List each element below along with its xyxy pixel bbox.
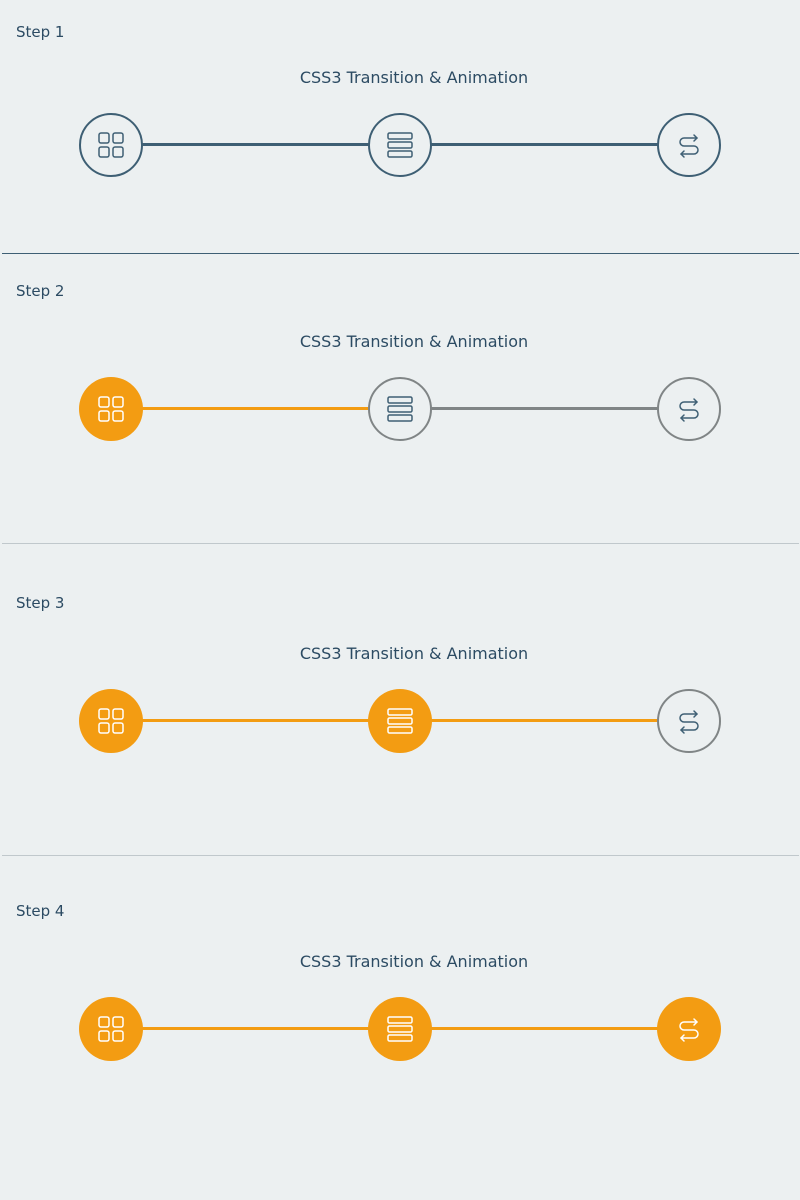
list-icon	[386, 1015, 414, 1043]
progress-line-2	[431, 143, 659, 146]
progress-line-1	[142, 407, 370, 410]
grid-icon	[97, 395, 125, 423]
step-title: CSS3 Transition & Animation	[299, 952, 529, 971]
step-label: Step 4	[16, 902, 65, 920]
progress-line-2	[431, 719, 659, 722]
step-node-3[interactable]	[657, 113, 721, 177]
progress-line-2	[431, 1027, 659, 1030]
step-panel-4: Step 4 CSS3 Transition & Animation	[0, 856, 800, 1200]
list-icon	[386, 707, 414, 735]
step-panel-2: Step 2 CSS3 Transition & Animation	[0, 254, 800, 543]
step-panel-3: Step 3 CSS3 Transition & Animation	[0, 544, 800, 855]
step-node-3[interactable]	[657, 997, 721, 1061]
progress-line-1	[142, 719, 370, 722]
step-node-1[interactable]	[79, 113, 143, 177]
loop-arrows-icon	[675, 131, 703, 159]
step-label: Step 2	[16, 282, 65, 300]
loop-arrows-icon	[675, 707, 703, 735]
step-node-2[interactable]	[368, 997, 432, 1061]
grid-icon	[97, 131, 125, 159]
step-panel-1: Step 1 CSS3 Transition & Animation	[0, 0, 800, 253]
step-label: Step 3	[16, 594, 65, 612]
step-title: CSS3 Transition & Animation	[299, 332, 529, 351]
progress-line-2	[431, 407, 659, 410]
loop-arrows-icon	[675, 395, 703, 423]
step-title: CSS3 Transition & Animation	[299, 68, 529, 87]
progress-line-1	[142, 143, 370, 146]
divider	[2, 855, 799, 856]
loop-arrows-icon	[675, 1015, 703, 1043]
step-label: Step 1	[16, 23, 65, 41]
step-node-2[interactable]	[368, 689, 432, 753]
divider	[2, 543, 799, 544]
grid-icon	[97, 707, 125, 735]
grid-icon	[97, 1015, 125, 1043]
step-node-2[interactable]	[368, 377, 432, 441]
step-node-1[interactable]	[79, 997, 143, 1061]
list-icon	[386, 131, 414, 159]
step-title: CSS3 Transition & Animation	[299, 644, 529, 663]
step-node-3[interactable]	[657, 377, 721, 441]
step-node-1[interactable]	[79, 689, 143, 753]
progress-line-1	[142, 1027, 370, 1030]
divider	[2, 253, 799, 254]
step-node-3[interactable]	[657, 689, 721, 753]
list-icon	[386, 395, 414, 423]
step-node-1[interactable]	[79, 377, 143, 441]
step-node-2[interactable]	[368, 113, 432, 177]
